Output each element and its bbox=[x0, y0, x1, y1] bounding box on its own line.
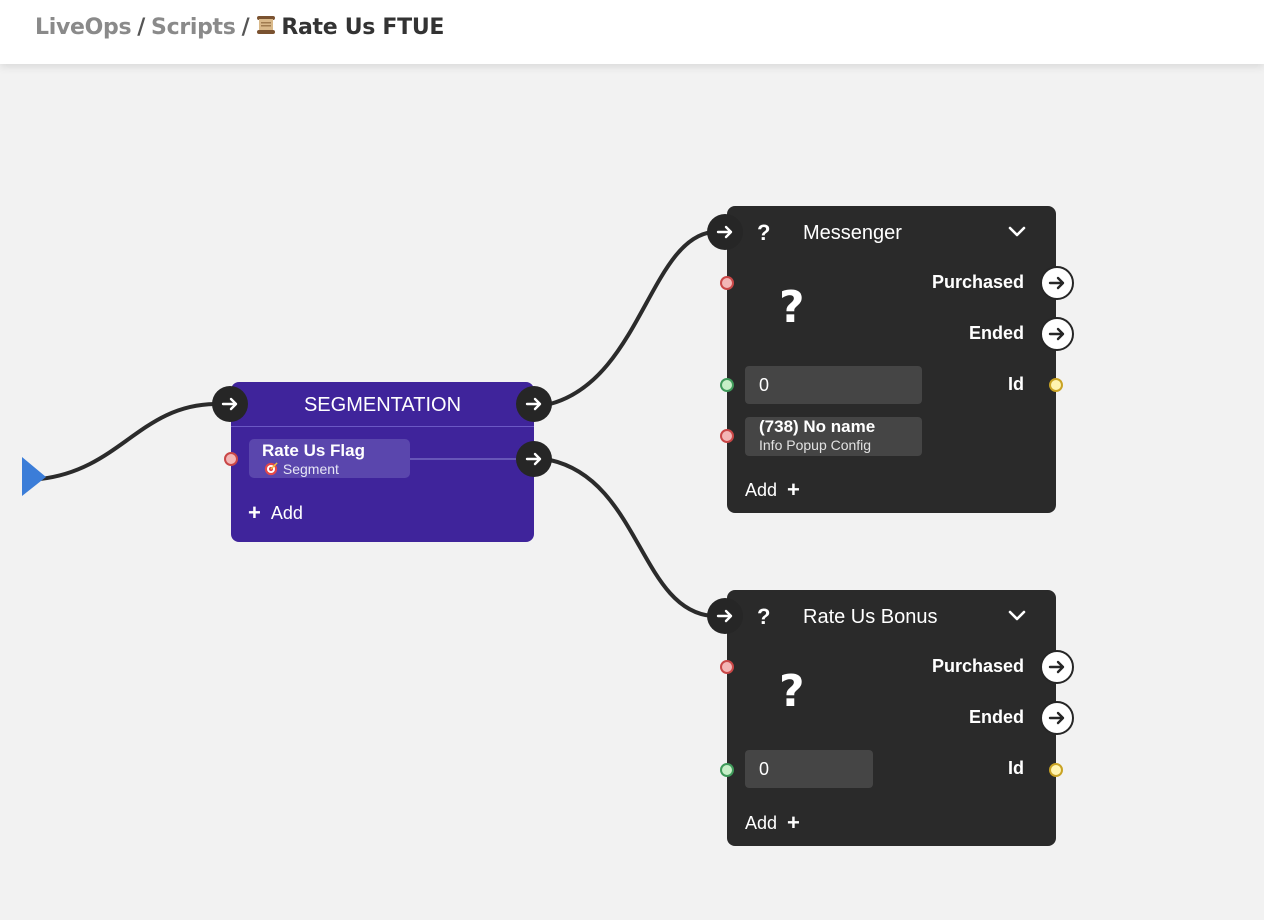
config-reference-field[interactable]: (738) No name Info Popup Config bbox=[745, 417, 922, 456]
messenger-purchased-port[interactable] bbox=[1040, 266, 1074, 300]
add-label: Add bbox=[270, 502, 303, 523]
arrow-right-icon bbox=[1048, 327, 1065, 341]
segmentation-title: SEGMENTATION bbox=[303, 394, 462, 416]
rate-us-bonus-node[interactable]: ? Rate Us Bonus ? Purchased Ended Id 0 A… bbox=[727, 590, 1056, 846]
question-icon: ? bbox=[757, 220, 771, 245]
arrow-right-icon bbox=[221, 397, 238, 411]
arrow-right-icon bbox=[525, 452, 542, 466]
start-marker bbox=[22, 457, 46, 496]
segment-input-socket[interactable] bbox=[224, 452, 238, 466]
scroll-icon bbox=[257, 16, 276, 34]
question-icon: ? bbox=[757, 604, 771, 629]
segmentation-output-port[interactable] bbox=[516, 386, 552, 422]
breadcrumb-current-label: Rate Us FTUE bbox=[281, 15, 445, 40]
messenger-ended-port[interactable] bbox=[1040, 317, 1074, 351]
breadcrumb: LiveOps/Scripts/Rate Us FTUE bbox=[35, 14, 444, 41]
arrow-right-icon bbox=[1048, 660, 1065, 674]
rate-us-bonus-input-port[interactable] bbox=[707, 598, 743, 634]
segment-type: Segment bbox=[263, 461, 339, 477]
messenger-id-socket[interactable] bbox=[1049, 378, 1063, 392]
target-icon bbox=[264, 462, 278, 476]
wire-start-to-segmentation bbox=[39, 402, 216, 481]
rate-us-bonus-id-socket[interactable] bbox=[1049, 763, 1063, 777]
rate-us-bonus-ended-port[interactable] bbox=[1040, 701, 1074, 735]
segment-connector-line bbox=[410, 458, 516, 460]
value-input[interactable]: 0 bbox=[745, 366, 922, 404]
rate-us-bonus-title: Rate Us Bonus bbox=[803, 606, 938, 628]
segmentation-node[interactable]: SEGMENTATION Rate Us Flag Segment + Add bbox=[231, 382, 534, 542]
add-label: Add bbox=[745, 812, 778, 833]
arrow-right-icon bbox=[1048, 276, 1065, 290]
chevron-down-icon[interactable] bbox=[1008, 610, 1026, 622]
plus-icon: + bbox=[787, 477, 800, 502]
question-placeholder-icon: ? bbox=[779, 282, 805, 333]
segment-chip[interactable]: Rate Us Flag Segment bbox=[249, 439, 410, 478]
output-label-purchased: Purchased bbox=[931, 656, 1024, 676]
arrow-right-icon bbox=[716, 609, 733, 623]
messenger-node[interactable]: ? Messenger ? Purchased Ended Id 0 (738)… bbox=[727, 206, 1056, 513]
rate-us-bonus-add-button[interactable]: Add + bbox=[745, 810, 800, 836]
output-label-id: Id bbox=[1008, 758, 1024, 778]
rate-us-bonus-input-socket-1[interactable] bbox=[720, 660, 734, 674]
segment-type-label: Segment bbox=[282, 461, 339, 477]
breadcrumb-current: Rate Us FTUE bbox=[255, 15, 444, 40]
plus-icon: + bbox=[248, 500, 261, 525]
messenger-title: Messenger bbox=[803, 222, 902, 244]
messenger-input-port[interactable] bbox=[707, 214, 743, 250]
add-label: Add bbox=[745, 479, 778, 500]
messenger-config-socket[interactable] bbox=[720, 429, 734, 443]
breadcrumb-separator: / bbox=[137, 15, 146, 40]
messenger-input-socket-1[interactable] bbox=[720, 276, 734, 290]
messenger-add-button[interactable]: Add + bbox=[745, 477, 800, 503]
segmentation-divider bbox=[231, 426, 534, 427]
arrow-right-icon bbox=[716, 225, 733, 239]
question-placeholder-icon: ? bbox=[779, 666, 805, 717]
arrow-right-icon bbox=[525, 397, 542, 411]
output-label-purchased: Purchased bbox=[931, 272, 1024, 292]
segment-output-port[interactable] bbox=[516, 441, 552, 477]
config-reference-title: (738) No name bbox=[759, 417, 876, 436]
plus-icon: + bbox=[787, 810, 800, 835]
config-reference-type: Info Popup Config bbox=[759, 437, 872, 453]
wire-segmentation-to-messenger bbox=[549, 230, 713, 406]
value-input[interactable]: 0 bbox=[745, 750, 873, 788]
wire-segment-to-rate-us-bonus bbox=[549, 458, 713, 618]
breadcrumb-separator: / bbox=[241, 15, 250, 40]
top-bar: LiveOps/Scripts/Rate Us FTUE bbox=[0, 0, 1264, 64]
breadcrumb-liveops[interactable]: LiveOps bbox=[35, 15, 132, 40]
messenger-value-socket[interactable] bbox=[720, 378, 734, 392]
output-label-id: Id bbox=[1008, 374, 1024, 394]
output-label-ended: Ended bbox=[968, 323, 1024, 343]
segmentation-add-button[interactable]: + Add bbox=[248, 500, 303, 526]
segmentation-input-port[interactable] bbox=[212, 386, 248, 422]
breadcrumb-scripts[interactable]: Scripts bbox=[151, 15, 236, 40]
segment-name: Rate Us Flag bbox=[262, 441, 365, 460]
arrow-right-icon bbox=[1048, 711, 1065, 725]
chevron-down-icon[interactable] bbox=[1008, 226, 1026, 238]
output-label-ended: Ended bbox=[968, 707, 1024, 727]
rate-us-bonus-purchased-port[interactable] bbox=[1040, 650, 1074, 684]
rate-us-bonus-value-socket[interactable] bbox=[720, 763, 734, 777]
